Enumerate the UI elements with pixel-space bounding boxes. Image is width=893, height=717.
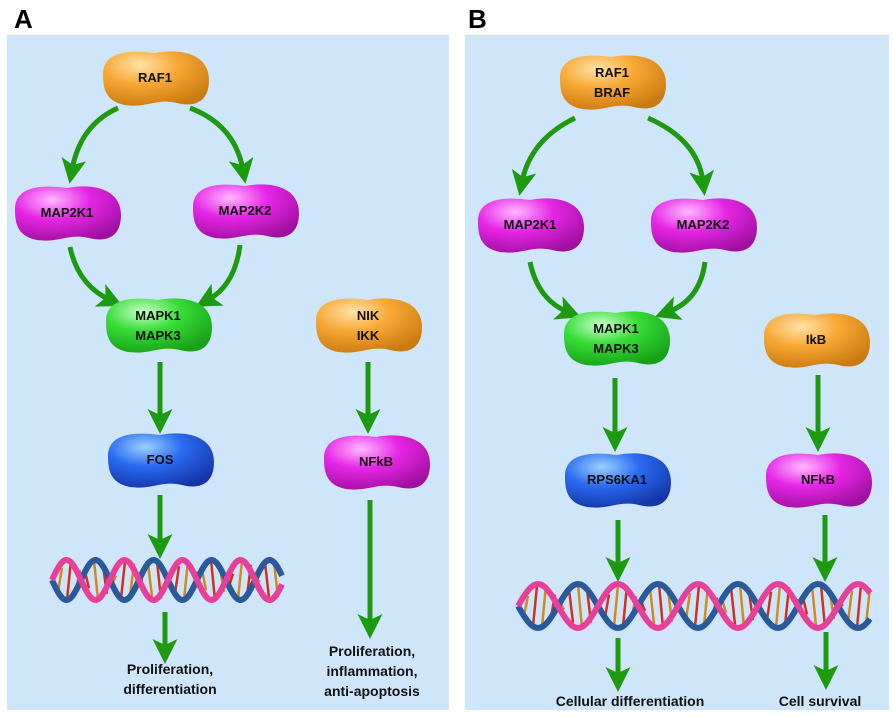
node-map2k2: MAP2K2	[193, 184, 299, 239]
node-label: RPS6KA1	[587, 472, 647, 487]
node-rps6ka1: RPS6KA1	[565, 453, 671, 508]
dna-base-pair	[648, 588, 656, 624]
dna-base-pair	[612, 584, 620, 628]
dna-base-pair	[576, 583, 584, 629]
node-label: MAPK3	[593, 341, 639, 356]
node-label: MAPK3	[135, 328, 181, 343]
node-map2k1: MAP2K1	[478, 198, 584, 253]
dna-base-pair	[146, 563, 154, 597]
dna-base-pair	[738, 584, 746, 628]
dna-base-pair	[765, 591, 773, 621]
arrow-raf-map2k2	[646, 115, 715, 196]
node-map2k2: MAP2K2	[651, 198, 757, 253]
dna-base-pair	[774, 584, 782, 628]
arrow-raf1-map2k1	[61, 105, 120, 184]
dna-base-pair	[263, 562, 271, 598]
arrow-raf1-map2k2	[189, 105, 254, 184]
arrow-map2k2-mapk	[195, 244, 243, 307]
node-raf1-braf: RAF1 BRAF	[560, 55, 666, 110]
dna-base-pair	[819, 584, 827, 628]
dna-helix-b	[515, 580, 873, 632]
node-label: RAF1	[138, 70, 172, 85]
outcome-b-survival: Cell survival	[779, 693, 862, 709]
dna-base-pair	[567, 589, 575, 623]
dna-base-pair	[810, 586, 818, 626]
node-label: MAP2K1	[504, 217, 557, 232]
node-label: NFkB	[359, 454, 393, 469]
panel-a-label: A	[14, 4, 33, 34]
dna-strand-pink	[49, 556, 285, 604]
outcome-a-left-line1: Proliferation,	[127, 661, 213, 677]
node-label: RAF1	[595, 65, 629, 80]
dna-base-pair	[657, 583, 665, 629]
node-mapk1-mapk3: MAPK1 MAPK3	[564, 311, 670, 366]
dna-base-pair	[729, 587, 737, 625]
node-label: MAP2K1	[41, 205, 94, 220]
node-label: FOS	[147, 452, 174, 467]
arrow-map2k2-mapk	[654, 261, 708, 320]
dna-base-pair	[92, 560, 100, 600]
node-label: BRAF	[594, 85, 630, 100]
dna-base-pair	[864, 588, 872, 624]
dna-base-pair	[693, 584, 701, 628]
node-raf1: RAF1	[103, 51, 209, 106]
panel-b-label: B	[468, 4, 487, 34]
outcome-a-right-line1: Proliferation,	[329, 643, 415, 659]
node-label: NFkB	[801, 472, 835, 487]
dna-base-pair	[209, 559, 217, 601]
node-map2k1: MAP2K1	[15, 186, 121, 241]
dna-strand-pink	[515, 580, 873, 632]
node-label: IkB	[806, 332, 826, 347]
node-label: IKK	[357, 328, 380, 343]
node-nfkb: NFkB	[324, 435, 430, 490]
outcome-a-right-line2: inflammation,	[326, 663, 417, 679]
dna-base-pair	[540, 584, 548, 628]
outcome-a-left-line2: differentiation	[123, 681, 216, 697]
dna-base-pair	[119, 561, 127, 599]
node-nfkb: NFkB	[766, 453, 872, 508]
node-mapk1-mapk3: MAPK1 MAPK3	[106, 298, 212, 353]
dna-base-pair	[65, 559, 73, 601]
arrow-raf-map2k1	[511, 115, 577, 196]
node-nik-ikk: NIK IKK	[316, 298, 422, 353]
dna-base-pair	[846, 590, 854, 622]
dna-strand-blue	[515, 580, 873, 632]
dna-base-pair	[531, 585, 539, 627]
arrow-map2k1-mapk	[67, 246, 123, 307]
panel-a-arrows	[61, 105, 383, 664]
node-ikb: IkB	[764, 313, 870, 368]
node-label: MAPK1	[135, 308, 181, 323]
node-label: MAP2K2	[219, 203, 272, 218]
arrow-map2k1-mapk	[527, 261, 581, 320]
dna-helix-a	[49, 556, 285, 604]
dna-base-pair	[236, 560, 244, 600]
node-label: NIK	[357, 308, 380, 323]
node-fos: FOS	[108, 433, 214, 488]
dna-base-pair	[855, 583, 863, 629]
panel-b-arrows	[511, 115, 839, 692]
outcome-b-differentiation: Cellular differentiation	[556, 693, 705, 709]
outcome-a-right-line3: anti-apoptosis	[324, 683, 420, 699]
node-label: MAP2K2	[677, 217, 730, 232]
node-label: MAPK1	[593, 321, 639, 336]
